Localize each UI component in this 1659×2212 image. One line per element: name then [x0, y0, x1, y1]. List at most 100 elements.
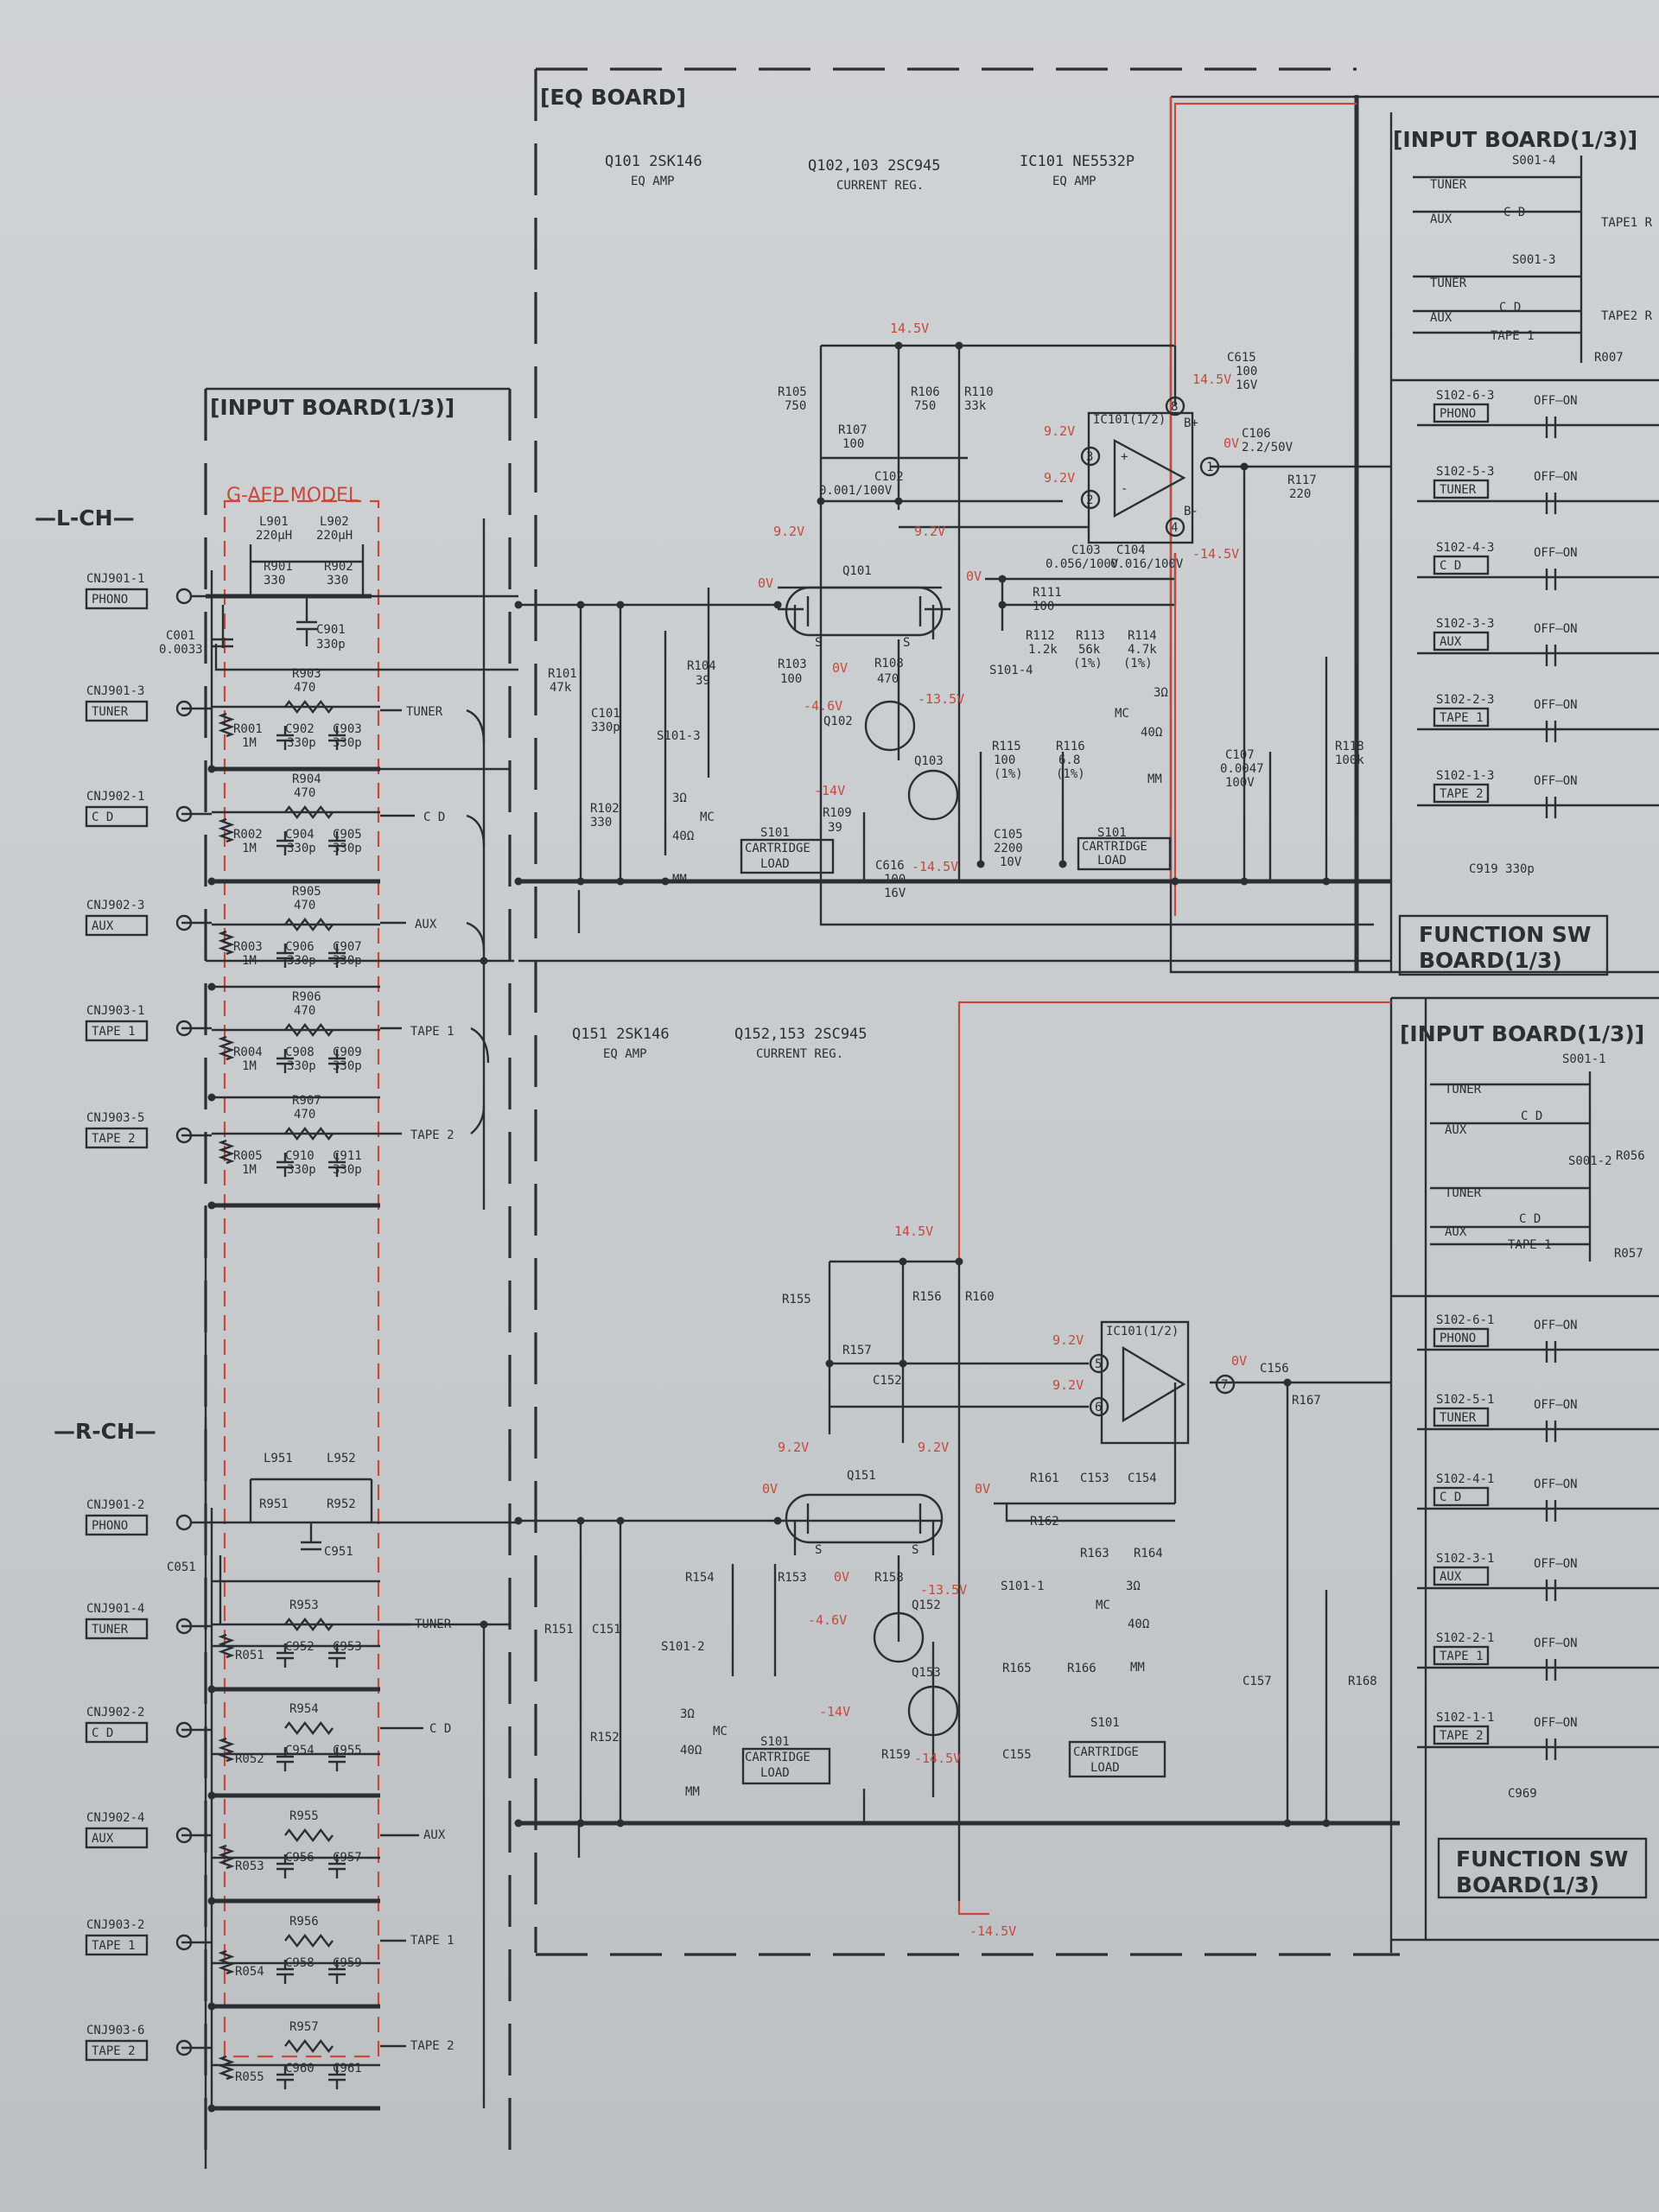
- svg-text:Q151: Q151: [847, 1469, 876, 1483]
- svg-text:L952: L952: [327, 1452, 356, 1465]
- svg-text:R117: R117: [1287, 474, 1317, 487]
- r-row-c2-ref: C957: [333, 1851, 362, 1865]
- l-connector-jack-icon: [175, 700, 193, 717]
- svg-text:TAPE2 R: TAPE2 R: [1601, 309, 1653, 323]
- svg-text:C616: C616: [875, 859, 905, 873]
- l-connector-jack-icon: [175, 805, 193, 823]
- l-connector-label-box: [85, 805, 149, 828]
- svg-text:3Ω: 3Ω: [1154, 686, 1168, 700]
- switch-state: OFF—ON: [1534, 698, 1578, 712]
- function-sw-bottom-box: [1437, 1837, 1648, 1899]
- switch-label: PHONO: [1440, 1332, 1476, 1345]
- l-row-c2-ref: C907: [333, 940, 362, 954]
- r-connector-ref: CNJ903-2: [86, 1918, 144, 1932]
- svg-text:TAPE 1: TAPE 1: [1491, 329, 1535, 343]
- eq-top-labels: R101 47k C101 330p R102 330 R104 39 R103…: [548, 351, 1364, 900]
- svg-text:8: 8: [1171, 400, 1178, 414]
- svg-text:R154: R154: [685, 1571, 715, 1585]
- svg-text:3Ω: 3Ω: [680, 1707, 695, 1721]
- l-connector-label: AUX: [92, 919, 114, 933]
- svg-text:Q101: Q101: [842, 564, 872, 578]
- svg-text:S101: S101: [760, 826, 790, 840]
- switch-label: C D: [1440, 559, 1461, 573]
- q102-q103: [864, 700, 959, 821]
- l-connector-label-box: [85, 1127, 149, 1149]
- r-connector-label-box: [85, 1618, 149, 1640]
- l-connector-ref: CNJ902-1: [86, 790, 144, 804]
- svg-text:S: S: [815, 1543, 822, 1557]
- svg-text:LOAD: LOAD: [1097, 854, 1127, 868]
- svg-text:S101-2: S101-2: [661, 1640, 705, 1654]
- svg-text:-4.6V: -4.6V: [808, 1612, 847, 1628]
- function-sw-top-line1: FUNCTION SW: [1419, 922, 1591, 947]
- right-bottom-board-frame: [1389, 996, 1659, 1953]
- l-row-r-ref: R906: [292, 990, 321, 1004]
- svg-text:AUX: AUX: [415, 918, 437, 931]
- svg-text:0V: 0V: [1224, 435, 1239, 451]
- svg-text:3Ω: 3Ω: [672, 791, 687, 805]
- switch-label: TAPE 2: [1440, 787, 1484, 801]
- r-connector-jack-icon: [175, 1514, 193, 1531]
- svg-text:C106: C106: [1242, 427, 1271, 441]
- l-row-c1-ref: C906: [285, 940, 315, 954]
- r-connector-ref: CNJ902-4: [86, 1811, 144, 1825]
- svg-text:MC: MC: [713, 1725, 728, 1738]
- svg-text:R168: R168: [1348, 1675, 1377, 1688]
- svg-text:0V: 0V: [834, 1569, 849, 1585]
- r-row-c1-ref: C954: [285, 1744, 315, 1758]
- svg-text:0.0047: 0.0047: [1220, 762, 1264, 776]
- svg-text:S: S: [815, 636, 822, 650]
- svg-text:R156: R156: [912, 1290, 942, 1304]
- svg-text:C153: C153: [1080, 1471, 1109, 1485]
- switch-label-box: [1433, 783, 1490, 804]
- svg-text:TUNER: TUNER: [1430, 178, 1467, 192]
- svg-text:R101: R101: [548, 667, 577, 681]
- svg-text:S101: S101: [760, 1735, 790, 1749]
- svg-text:5: 5: [1095, 1357, 1102, 1371]
- l-connector-label-box: [85, 700, 149, 722]
- svg-text:Q152: Q152: [912, 1599, 941, 1612]
- svg-text:LOAD: LOAD: [760, 1766, 790, 1780]
- l-row-c1-ref: C902: [285, 722, 315, 736]
- switch-state: OFF—ON: [1534, 1557, 1578, 1571]
- switch-ref: S102-3-1: [1436, 1552, 1494, 1566]
- switch-ref: S102-6-1: [1436, 1313, 1494, 1327]
- l-row-c1-val: 330p: [287, 1163, 316, 1177]
- svg-text:TUNER: TUNER: [1430, 276, 1467, 290]
- r-connector-ref: CNJ903-6: [86, 2024, 144, 2037]
- switch-label-box: [1433, 1725, 1490, 1745]
- right-bottom-switches: S102-6-1PHONOOFF—ONS102-5-1TUNEROFF—ONS1…: [1417, 1313, 1659, 1801]
- header-q151-ref: Q151 2SK146: [572, 1026, 670, 1043]
- svg-text:2: 2: [1086, 493, 1093, 507]
- r-row-c2-ref: C953: [333, 1640, 362, 1654]
- right-top-board-frame: [1169, 95, 1659, 974]
- svg-text:R110: R110: [964, 385, 994, 399]
- r-row-c1-ref: C952: [285, 1640, 315, 1654]
- switch-state: OFF—ON: [1534, 546, 1578, 560]
- svg-text:-14.5V: -14.5V: [969, 1923, 1016, 1939]
- switch-ref: S102-3-3: [1436, 617, 1494, 631]
- svg-text:L951: L951: [264, 1452, 293, 1465]
- r-connector-ref: CNJ902-2: [86, 1706, 144, 1719]
- svg-text:4: 4: [1171, 521, 1178, 535]
- svg-text:S101-1: S101-1: [1001, 1580, 1045, 1593]
- r-row-c2-ref: C955: [333, 1744, 362, 1758]
- switch-ref: S102-2-3: [1436, 693, 1494, 707]
- svg-text:C151: C151: [592, 1623, 621, 1637]
- switch-label: TAPE 1: [1440, 1649, 1484, 1663]
- svg-text:9.2V: 9.2V: [1052, 1332, 1084, 1348]
- q152-q153: [873, 1611, 959, 1737]
- switch-label-box: [1433, 1407, 1490, 1427]
- r-row-c2-ref: C959: [333, 1956, 362, 1970]
- svg-text:C D: C D: [1521, 1109, 1542, 1123]
- svg-text:MC: MC: [1096, 1599, 1110, 1612]
- switch-state: OFF—ON: [1534, 622, 1578, 636]
- svg-text:6.8: 6.8: [1058, 753, 1080, 767]
- svg-text:C103: C103: [1071, 543, 1101, 557]
- l-row-rs-ref: R005: [233, 1149, 263, 1163]
- svg-text:0V: 0V: [762, 1481, 778, 1497]
- l-row-r-ref: R907: [292, 1094, 321, 1108]
- svg-text:IC101(1/2): IC101(1/2): [1093, 413, 1166, 427]
- header-q101-ref: Q101 2SK146: [605, 153, 702, 170]
